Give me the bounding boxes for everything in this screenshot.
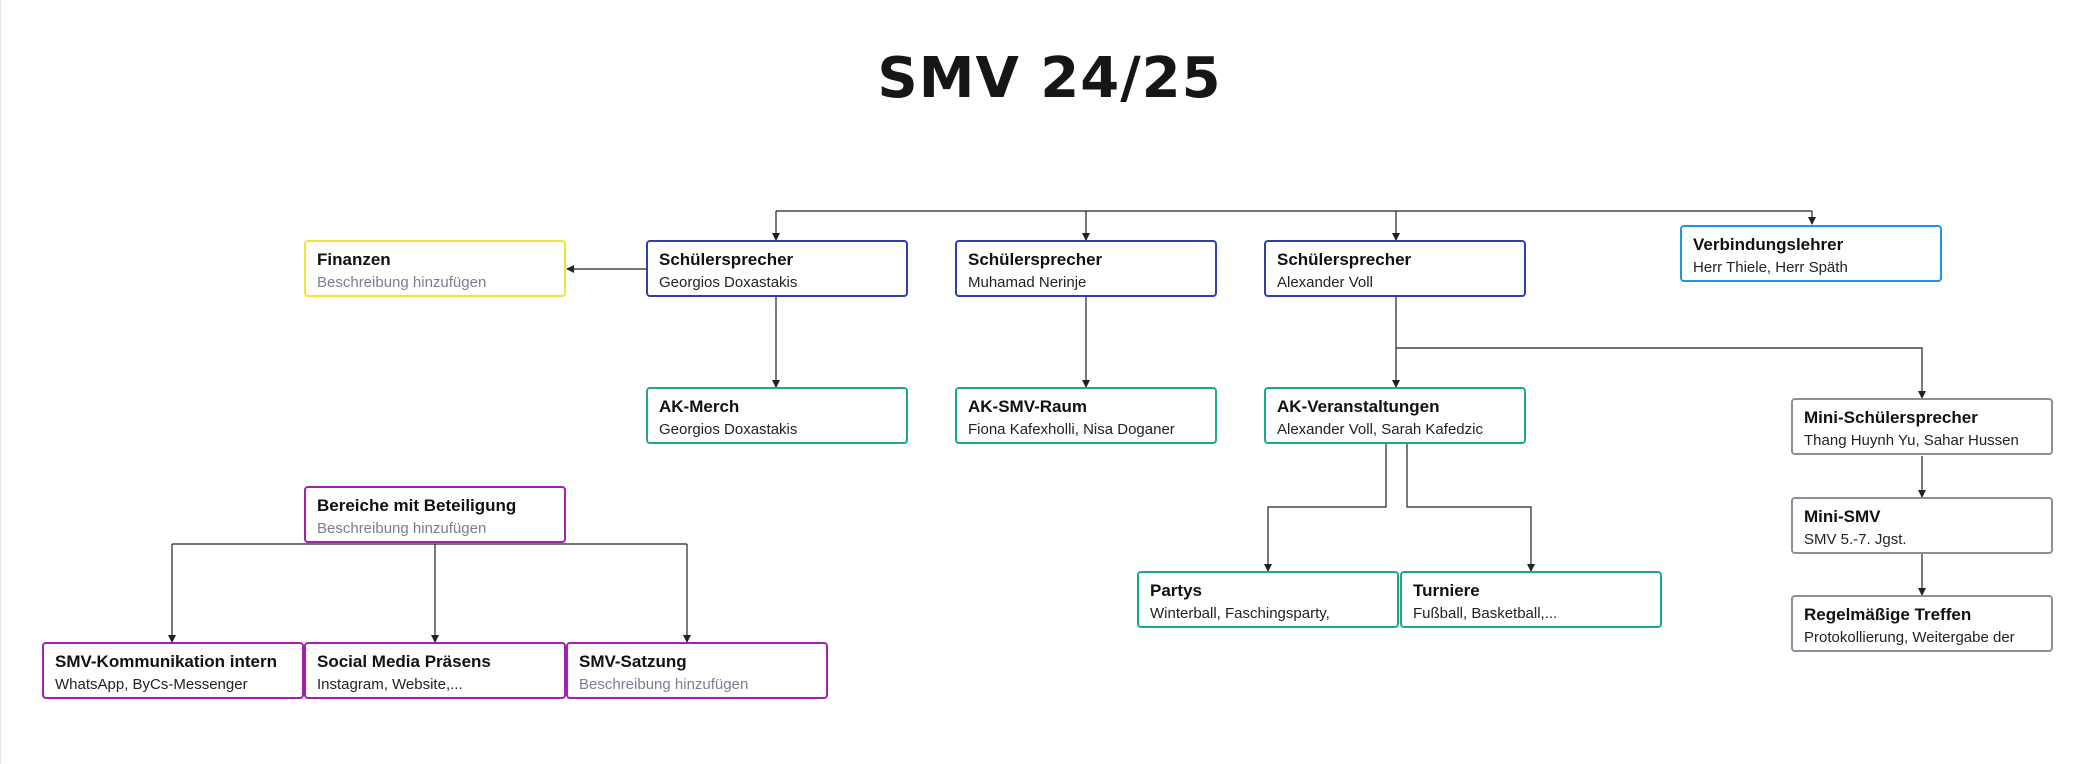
node-social-media-praesens[interactable]: Social Media Präsens Instagram, Website,… xyxy=(304,642,566,699)
node-description: Thang Huynh Yu, Sahar Hussen xyxy=(1804,432,2019,449)
node-description: Fiona Kafexholli, Nisa Doganer xyxy=(968,421,1175,438)
node-mini-schuelersprecher[interactable]: Mini-Schülersprecher Thang Huynh Yu, Sah… xyxy=(1791,398,2053,455)
node-title: SMV-Satzung xyxy=(579,652,687,671)
node-title: AK-SMV-Raum xyxy=(968,397,1088,416)
node-description: Instagram, Website,... xyxy=(317,676,463,693)
node-title: Regelmäßige Treffen xyxy=(1804,605,1972,624)
node-description: Alexander Voll xyxy=(1277,274,1373,291)
node-title: Social Media Präsens xyxy=(317,652,491,671)
node-ak-smv-raum[interactable]: AK-SMV-Raum Fiona Kafexholli, Nisa Dogan… xyxy=(955,387,1217,444)
node-ak-merch[interactable]: AK-Merch Georgios Doxastakis xyxy=(646,387,908,444)
node-description: Georgios Doxastakis xyxy=(659,421,798,438)
node-schuelersprecher-georgios[interactable]: Schülersprecher Georgios Doxastakis xyxy=(646,240,908,297)
node-finanzen[interactable]: Finanzen Beschreibung hinzufügen xyxy=(304,240,566,297)
node-title: AK-Merch xyxy=(659,397,740,416)
node-description: Winterball, Faschingsparty, xyxy=(1150,605,1330,622)
node-title: Schülersprecher xyxy=(968,250,1103,269)
node-turniere[interactable]: Turniere Fußball, Basketball,... xyxy=(1400,571,1662,628)
node-description: Protokollierung, Weitergabe der xyxy=(1804,629,2015,646)
diagram-title: SMV 24/25 xyxy=(877,46,1222,111)
node-description: Beschreibung hinzufügen xyxy=(317,274,487,291)
node-description: Beschreibung hinzufügen xyxy=(317,520,487,537)
node-description: Alexander Voll, Sarah Kafedzic xyxy=(1277,421,1483,438)
node-title: Turniere xyxy=(1413,581,1480,600)
node-smv-kommunikation-intern[interactable]: SMV-Kommunikation intern WhatsApp, ByCs-… xyxy=(42,642,304,699)
node-title: Schülersprecher xyxy=(1277,250,1412,269)
node-title: Verbindungslehrer xyxy=(1693,235,1844,254)
node-partys[interactable]: Partys Winterball, Faschingsparty, xyxy=(1137,571,1399,628)
node-description: Beschreibung hinzufügen xyxy=(579,676,749,693)
connector-to-partys xyxy=(1264,444,1387,572)
connector-to-mini-sp xyxy=(1396,347,1926,399)
node-description: WhatsApp, ByCs-Messenger xyxy=(55,676,248,693)
node-description: SMV 5.-7. Jgst. xyxy=(1804,531,1907,548)
node-description: Muhamad Nerinje xyxy=(968,274,1087,291)
node-description: Georgios Doxastakis xyxy=(659,274,798,291)
node-title: SMV-Kommunikation intern xyxy=(55,652,277,671)
connector-to-turniere xyxy=(1406,444,1535,572)
node-ak-veranstaltungen[interactable]: AK-Veranstaltungen Alexander Voll, Sarah… xyxy=(1264,387,1526,444)
node-title: Mini-SMV xyxy=(1804,507,1881,526)
node-mini-smv[interactable]: Mini-SMV SMV 5.-7. Jgst. xyxy=(1791,497,2053,554)
node-title: Mini-Schülersprecher xyxy=(1804,408,1978,427)
node-bereiche-mit-beteiligung[interactable]: Bereiche mit Beteiligung Beschreibung hi… xyxy=(304,486,566,543)
node-title: Partys xyxy=(1150,581,1202,600)
node-schuelersprecher-muhamad[interactable]: Schülersprecher Muhamad Nerinje xyxy=(955,240,1217,297)
node-title: Finanzen xyxy=(317,250,391,269)
node-title: Schülersprecher xyxy=(659,250,794,269)
node-regelmaessige-treffen[interactable]: Regelmäßige Treffen Protokollierung, Wei… xyxy=(1791,595,2053,652)
node-smv-satzung[interactable]: SMV-Satzung Beschreibung hinzufügen xyxy=(566,642,828,699)
node-schuelersprecher-alexander[interactable]: Schülersprecher Alexander Voll xyxy=(1264,240,1526,297)
canvas-edge xyxy=(0,0,1,764)
node-verbindungslehrer[interactable]: Verbindungslehrer Herr Thiele, Herr Spät… xyxy=(1680,225,1942,282)
node-description: Fußball, Basketball,... xyxy=(1413,605,1558,622)
node-description: Herr Thiele, Herr Späth xyxy=(1693,259,1848,276)
node-title: Bereiche mit Beteiligung xyxy=(317,496,517,515)
node-title: AK-Veranstaltungen xyxy=(1277,397,1440,416)
